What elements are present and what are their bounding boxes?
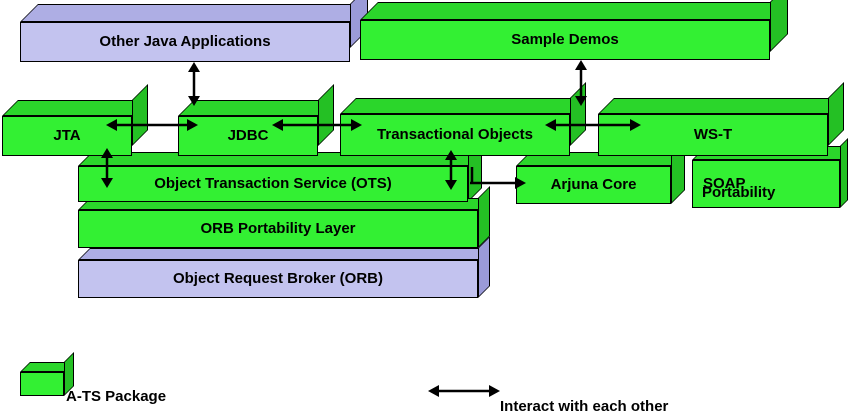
- box-label: Arjuna Core: [550, 176, 637, 194]
- jta-top-face: [2, 100, 148, 116]
- box-soap-portability[interactable]: SOAP: [692, 160, 840, 208]
- connector-ots-arjuna: [470, 167, 480, 185]
- ws-t-top-face: [598, 98, 844, 114]
- arrow-apps-to-layer-vertical: [185, 62, 203, 106]
- sample-demos-side-face: [770, 0, 788, 52]
- box-label: Transactional Objects: [377, 126, 533, 144]
- box-other-java-applications[interactable]: Other Java Applications: [20, 22, 350, 62]
- box-transactional-objects[interactable]: Transactional Objects: [340, 114, 570, 156]
- box-jdbc[interactable]: JDBC: [178, 116, 318, 156]
- box-label: Object Transaction Service (OTS): [154, 175, 392, 193]
- jdbc-side-face: [318, 84, 334, 146]
- box-arjuna-core[interactable]: Arjuna Core: [516, 166, 671, 204]
- legend-package-label: A-TS Package: [66, 388, 167, 405]
- ws-t-side-face: [828, 82, 844, 146]
- box-object-transaction-service[interactable]: Object Transaction Service (OTS): [78, 166, 468, 202]
- box-label: WS-T: [693, 126, 733, 144]
- box-object-request-broker[interactable]: Object Request Broker (ORB): [78, 260, 478, 298]
- legend-interaction-arrow-icon: [428, 382, 500, 400]
- box-label-line2-soap-portability: Portability: [702, 184, 776, 201]
- jta-side-face: [132, 84, 148, 146]
- sample-demos-top-face: [360, 2, 788, 20]
- arrow-jta-jdbc: [106, 116, 198, 134]
- box-ws-t[interactable]: WS-T: [598, 114, 828, 156]
- box-label: Sample Demos: [511, 31, 619, 49]
- box-label: ORB Portability Layer: [200, 220, 356, 238]
- object-request-broker-side-face: [478, 236, 490, 298]
- box-orb-portability-layer[interactable]: ORB Portability Layer: [78, 210, 478, 248]
- box-label: Object Request Broker (ORB): [172, 270, 384, 288]
- box-label: Other Java Applications: [99, 33, 271, 51]
- box-label-line1: SOAP: [703, 175, 746, 193]
- arrow-ots-arjuna-core: [470, 174, 526, 192]
- arrow-jdbc-transactional-objects: [272, 116, 362, 134]
- legend-interaction-label: Interact with each other: [500, 398, 669, 415]
- legend-swatch-package: [20, 372, 64, 396]
- box-sample-demos[interactable]: Sample Demos: [360, 20, 770, 60]
- other-java-applications-top-face: [20, 4, 368, 22]
- box-label: JTA: [53, 127, 81, 145]
- object-request-broker-top-face: [78, 248, 490, 260]
- box-label: JDBC: [227, 127, 269, 145]
- arrow-transactional-objects-ws-t: [545, 116, 641, 134]
- arrow-demos-to-layer-vertical: [572, 60, 590, 106]
- arrow-jta-ots: [98, 148, 116, 188]
- transactional-objects-top-face: [340, 98, 586, 114]
- arrow-transactional-objects-ots: [442, 150, 460, 190]
